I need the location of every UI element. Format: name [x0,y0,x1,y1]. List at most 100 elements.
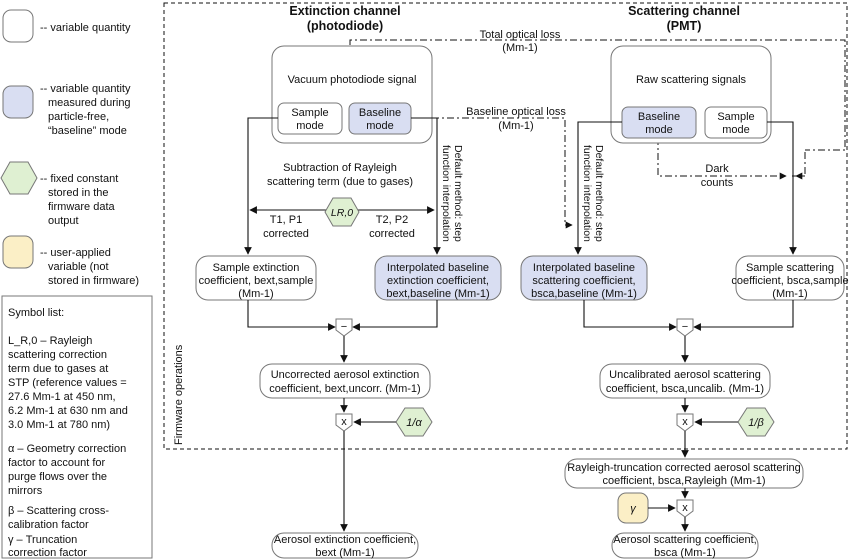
alpha-constant-label: 1/α [406,417,422,429]
legend-constant-line-1: -- fixed constant [40,173,118,185]
ext-sample-mode-line-2: mode [296,120,324,132]
ext-times-node [335,413,353,432]
sca-times2-label: x [682,502,688,514]
sca-sample-mode-line-1: Sample [717,111,754,123]
symbol-beta-line-1: β – Scattering cross- [8,505,109,517]
ext-baseline-connector [411,117,441,255]
sca-interp-coef-line-3: bsca,baseline (Mm-1) [531,288,637,300]
sca-baseline-connector [574,121,622,255]
sca-sample-connector [767,121,797,255]
scattering-header-line-1: Scattering channel [628,4,740,18]
pmt-signal-label: Raw scattering signals [636,74,747,86]
ext-uncorr-line-2: coefficient, bext,uncorr. (Mm-1) [269,383,420,395]
extinction-header-line-1: Extinction channel [289,4,400,18]
symbol-lr0-line-7: 3.0 Mm-1 at 780 nm) [8,419,110,431]
firmware-label: Firmware operations [173,344,185,445]
symbol-alpha-line-2: factor to account for [8,457,106,469]
sca-minus-node [676,318,694,337]
ext-sample-coef-line-1: Sample extinction [213,262,300,274]
lr0-constant-hex [324,197,360,227]
sca-interp-coef-line-2: scattering coefficient, [532,275,635,287]
sca-sample-coef-line-1: Sample scattering [746,262,834,274]
t2-corrected-line-1: T2, P2 [376,214,408,226]
sca-times-label: x [682,416,688,428]
ext-baseline-mode-line-1: Baseline [359,107,401,119]
ext-sample-connector [244,117,278,255]
ext-interp-coef-line-2: extinction coefficient, [387,275,489,287]
legend-constant-swatch [0,161,38,195]
sca-interp-to-minus [583,300,677,331]
scattering-header-line-2: (PMT) [667,19,702,33]
legend-variable-text: -- variable quantity [40,22,131,34]
ext-sample-coef-line-3: (Mm-1) [238,288,273,300]
sca-minus-label: − [682,321,688,333]
dark-counts-line [657,138,787,180]
baseline-loss-label-1: Baseline optical loss [466,106,566,118]
symbol-lr0-line-5: 27.6 Mm-1 at 450 nm, [8,391,116,403]
baseline-loss-line [432,117,573,229]
symbol-lr0-line-1: L_R,0 – Rayleigh [8,335,92,347]
total-loss-line [349,39,846,151]
ext-sample-coef-box [195,255,317,301]
ext-interp-coef-box [374,255,502,301]
ext-minus-label: − [341,321,347,333]
total-loss-label-1: Total optical loss [480,29,561,41]
sca-baseline-mode-line-1: Baseline [638,111,680,123]
t2-corrected-line-2: corrected [369,228,415,240]
ext-sample-mode-line-1: Sample [291,107,328,119]
symbol-list: Symbol list: L_R,0 – Rayleigh scattering… [1,295,153,559]
legend-user-line-3: stored in firmware) [48,275,139,287]
ext-sample-coef-line-2: coefficient, bext,sample [199,275,314,287]
symbol-beta-line-2: calibration factor [8,519,89,531]
ext-final-line-2: bext (Mm-1) [315,547,374,559]
firmware-frame [163,2,848,450]
sca-uncal-line-1: Uncalibrated aerosol scattering [609,369,761,381]
ext-interp-coef-line-3: bext,baseline (Mm-1) [386,288,489,300]
legend-user-swatch [2,235,34,269]
dark-counts-line-2: counts [701,177,734,189]
sca-times2-node [676,499,694,518]
lr0-constant-label: LR,0 [331,207,353,219]
legend: -- variable quantity -- variable quantit… [0,9,139,287]
sca-final-line-2: bsca (Mm-1) [654,547,716,559]
legend-baseline-swatch [2,85,34,119]
ext-uncorr-box [259,363,431,399]
sca-sample-coef-box [735,255,845,301]
legend-constant-line-2: stored in the [48,187,109,199]
symbol-alpha-line-4: mirrors [8,485,43,497]
total-loss-return [792,150,806,177]
ext-sample-to-minus [247,300,336,331]
subtraction-line-1: Subtraction of Rayleigh [283,162,397,174]
symbol-list-title: Symbol list: [8,307,64,319]
sca-default-method-line-1: Default method: step [593,145,605,242]
ext-final-box [271,532,419,559]
ext-final-line-1: Aerosol extinction coefficient, [274,534,416,546]
ext-minus-node [335,318,353,337]
legend-user-line-2: variable (not [48,261,109,273]
ext-interp-coef-line-1: Interpolated baseline [387,262,489,274]
symbol-alpha-line-1: α – Geometry correction [8,443,126,455]
legend-variable-swatch [2,9,34,43]
gamma-user-label: γ [630,503,637,515]
symbol-lr0-line-2: scattering correction [8,349,107,361]
sca-sample-to-minus [693,300,794,331]
sca-rayleigh-line-2: coefficient, bsca,Rayleigh (Mm-1) [602,475,765,487]
ext-uncorr-line-1: Uncorrected aerosol extinction [271,369,420,381]
legend-constant-line-4: output [48,215,79,227]
ext-default-method-line-1: Default method: step [452,145,464,242]
photodiode-signal-label: Vacuum photodiode signal [288,74,417,86]
sca-final-box [611,532,759,559]
sca-sample-coef-line-2: coefficient, bsca,sample [731,275,848,287]
optical-loss-lines [349,39,846,229]
legend-constant-line-3: firmware data [48,201,116,213]
sca-sample-mode-line-2: mode [722,124,750,136]
ext-times-label: x [341,416,347,428]
legend-baseline-line-4: “baseline” mode [48,125,127,137]
t1-corrected-line-2: corrected [263,228,309,240]
dark-counts-line-1: Dark [705,163,729,175]
symbol-alpha-line-3: purge flows over the [8,471,107,483]
legend-user-line-1: -- user-applied [40,247,111,259]
sca-sample-coef-line-3: (Mm-1) [772,288,807,300]
symbol-lr0-line-4: STP (reference values = [8,377,127,389]
